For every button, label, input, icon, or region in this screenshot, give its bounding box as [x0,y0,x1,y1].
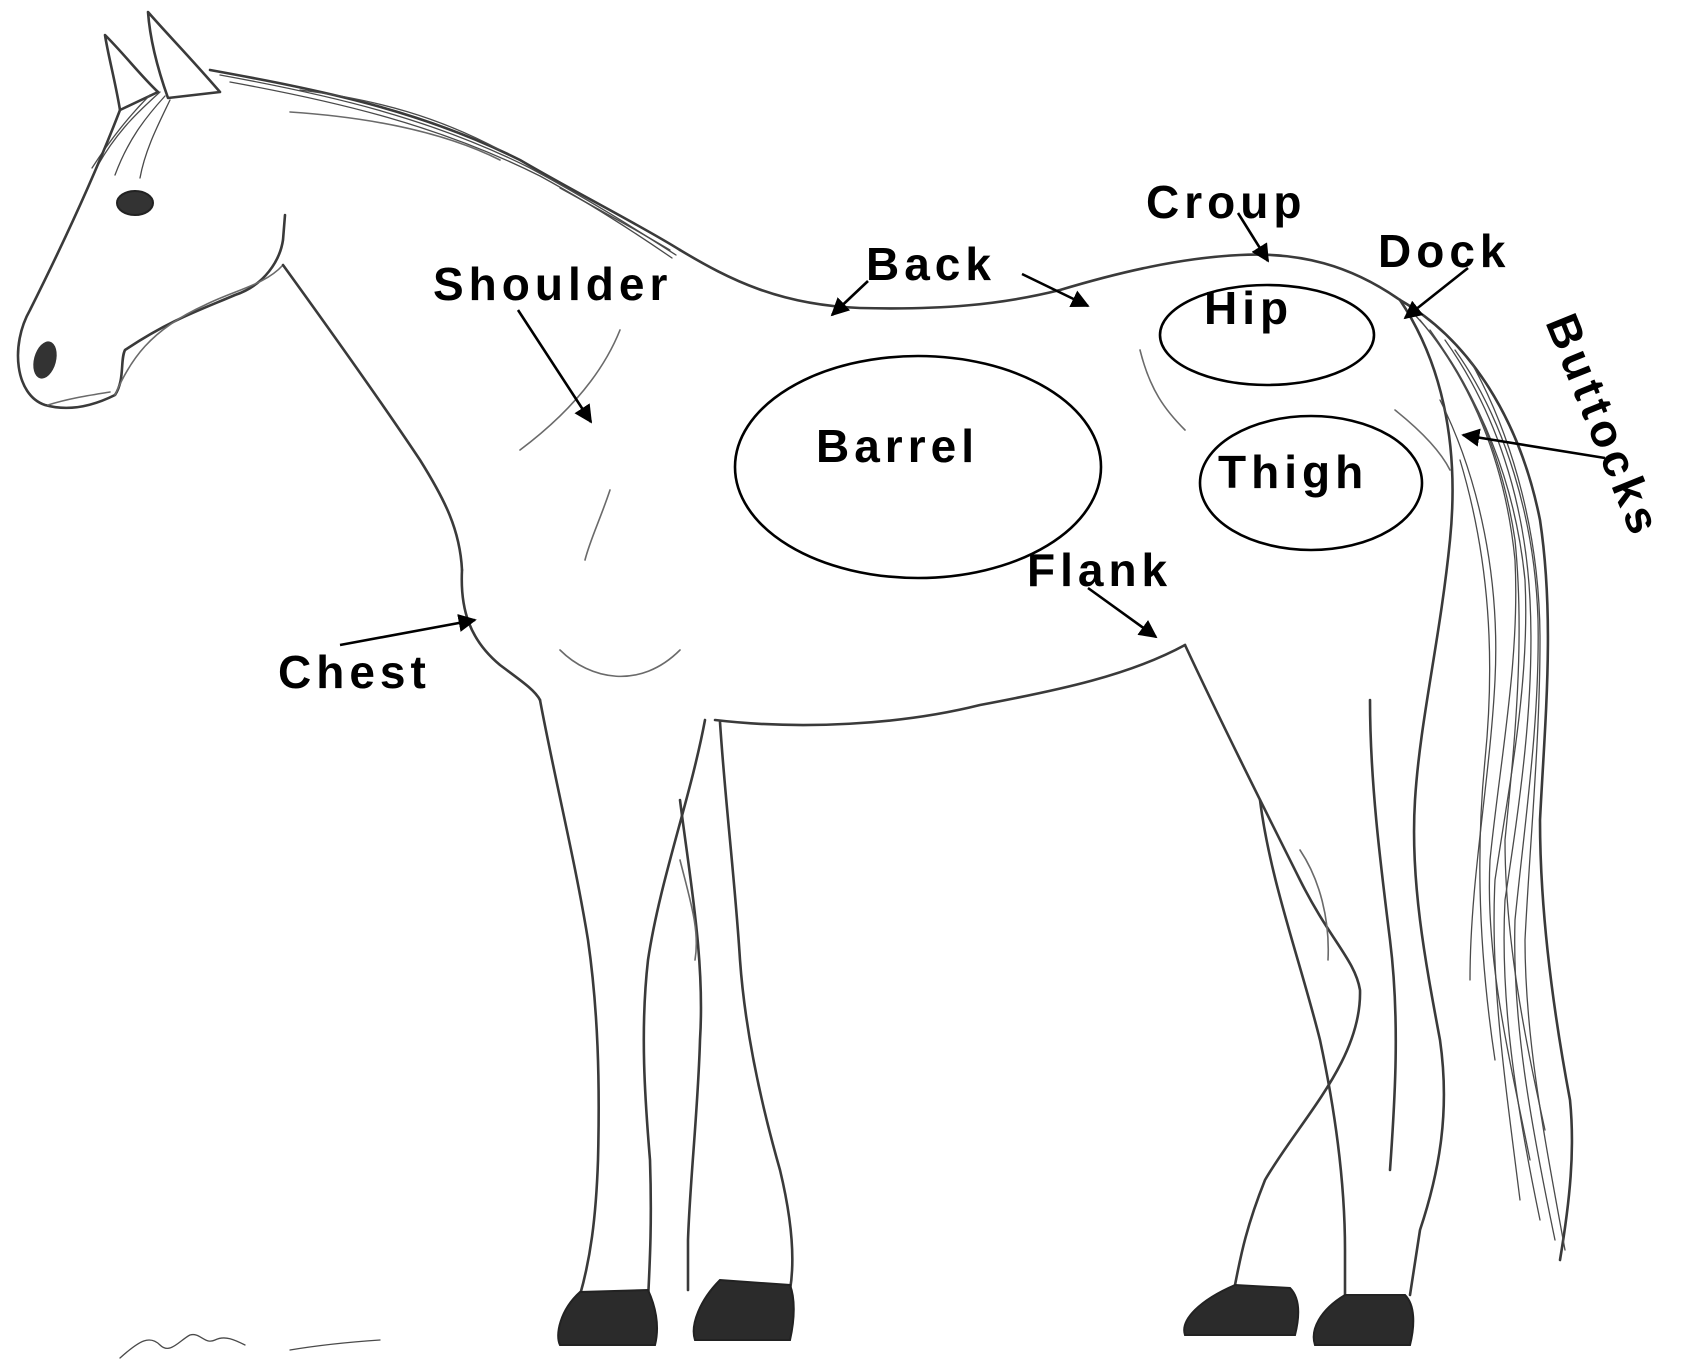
label-croup: Croup [1146,176,1306,228]
label-hip: Hip [1204,282,1293,334]
mane [210,70,680,258]
chest-arrow [340,620,475,645]
label-back: Back [866,238,996,290]
shoulder-arrow [518,310,591,422]
hind-leg [1185,645,1360,1285]
front-leg [540,700,599,1295]
label-chest: Chest [278,646,431,698]
ear [148,12,220,98]
signature-mark [120,1335,380,1358]
label-flank: Flank [1027,544,1172,596]
label-dock: Dock [1378,225,1510,277]
label-buttocks: Buttocks [1536,306,1673,545]
tail [1400,300,1572,1260]
label-shoulder: Shoulder [433,258,672,310]
eye [117,191,153,215]
hoof [558,1290,657,1345]
label-thigh: Thigh [1218,446,1368,498]
back-arrow-left [832,281,868,315]
hoof [1184,1285,1298,1335]
nostril [29,339,60,381]
ear [105,35,158,110]
horse-drawing [18,12,1572,1358]
front-leg [720,722,792,1290]
back-arrow-right [1022,274,1088,306]
hoof [694,1280,794,1340]
label-barrel: Barrel [816,420,979,472]
belly [715,645,1185,725]
hoof [1314,1295,1414,1345]
head [18,110,285,408]
